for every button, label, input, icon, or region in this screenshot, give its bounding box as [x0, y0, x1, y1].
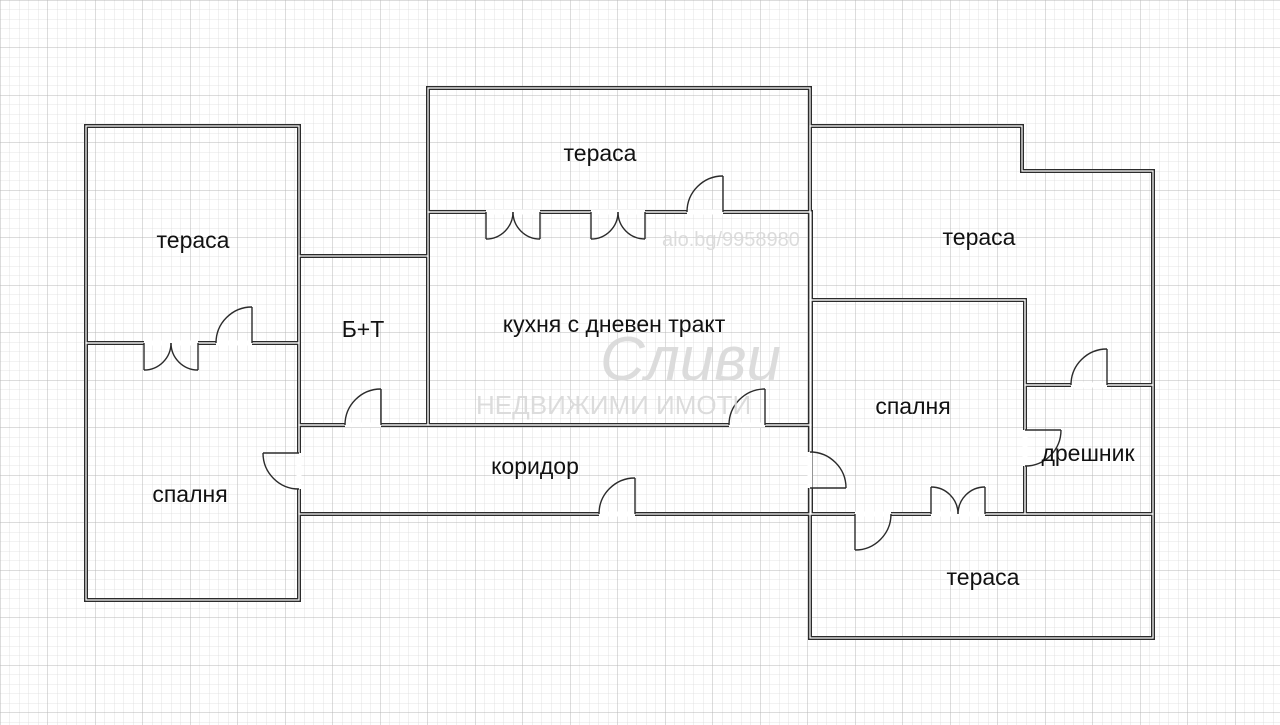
door-bedroom-right-corridor — [807, 451, 847, 489]
label-closet: дрешник — [1041, 440, 1135, 466]
door-bedroom-left-corridor — [262, 452, 302, 490]
label-terrace-left: тераса — [157, 227, 230, 253]
door-kitchen-double-2 — [590, 209, 646, 240]
doors — [143, 175, 1108, 551]
watermark-listing-id: alo.bg/9958980 — [662, 229, 800, 251]
label-terrace-bottom-right: тераса — [947, 564, 1020, 590]
door-kitchen-corridor — [728, 388, 766, 428]
door-terrace-right — [1070, 348, 1108, 388]
watermark: alo.bg/9958980 Сливи НЕДВИЖИМИ ИМОТИ — [476, 229, 800, 420]
door-bedroom-right-double — [930, 486, 986, 517]
door-kitchen-double-1 — [485, 209, 541, 240]
label-terrace-right: тераса — [943, 224, 1016, 250]
door-terrace-bottom-right — [854, 511, 892, 551]
label-bedroom-right: спалня — [875, 393, 950, 419]
door-closet — [1022, 429, 1062, 467]
label-bathroom: Б+Т — [342, 316, 385, 342]
door-corridor-entrance — [598, 477, 636, 517]
room-labels: тераса тераса тераса Б+Т кухня с дневен … — [152, 140, 1135, 590]
label-corridor: коридор — [491, 453, 579, 479]
door-terrace-top — [686, 175, 724, 215]
door-terrace-left — [215, 306, 253, 346]
label-terrace-top: тераса — [564, 140, 637, 166]
watermark-brand-caption: НЕДВИЖИМИ ИМОТИ — [476, 390, 751, 420]
label-bedroom-left: спалня — [152, 481, 227, 507]
watermark-brand-script: Сливи — [600, 325, 781, 394]
label-kitchen: кухня с дневен тракт — [503, 311, 726, 337]
door-bedroom-left-double — [143, 340, 199, 371]
door-bathroom — [344, 388, 382, 428]
